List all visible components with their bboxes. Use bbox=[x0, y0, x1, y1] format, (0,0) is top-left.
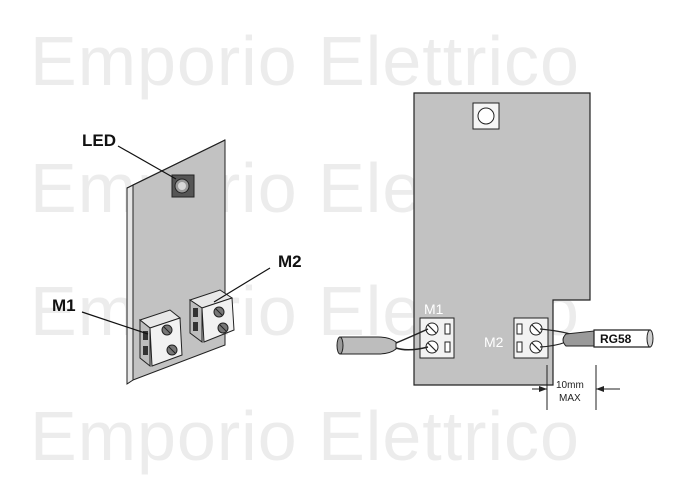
led-leader-line bbox=[117, 145, 177, 180]
board-3d-view: LED M1 M2 bbox=[52, 131, 302, 385]
m2-label-left: M2 bbox=[278, 252, 302, 271]
m1-leader-line bbox=[81, 311, 149, 335]
dimension-note: MAX bbox=[559, 393, 581, 404]
cable-rg58: RG58 bbox=[539, 328, 654, 348]
rg58-label: RG58 bbox=[600, 332, 632, 346]
terminal-block-m2 bbox=[188, 289, 235, 343]
led-label: LED bbox=[82, 131, 116, 150]
board-top-view: M1 M2 RG58 bbox=[336, 92, 654, 410]
terminal-m1-top bbox=[419, 317, 455, 359]
m1-label-right: M1 bbox=[424, 301, 444, 317]
cable-m1 bbox=[336, 328, 429, 355]
dimension-10mm: 10mm MAX bbox=[532, 365, 620, 410]
dimension-value: 10mm bbox=[556, 380, 584, 391]
m1-label-left: M1 bbox=[52, 296, 76, 315]
terminal-block-m1 bbox=[138, 309, 183, 368]
board-edge bbox=[126, 184, 134, 385]
m2-label-right: M2 bbox=[484, 334, 504, 350]
watermark-text: Emporio Elettrico bbox=[30, 22, 580, 100]
m2-leader-line bbox=[213, 267, 271, 303]
led-component bbox=[171, 174, 195, 198]
board-top-edge bbox=[126, 139, 226, 189]
board-outline bbox=[413, 92, 591, 386]
watermark-text: Emporio Elettrico bbox=[30, 397, 580, 475]
led-top-view bbox=[472, 102, 500, 130]
terminal-m2-top bbox=[513, 317, 549, 359]
